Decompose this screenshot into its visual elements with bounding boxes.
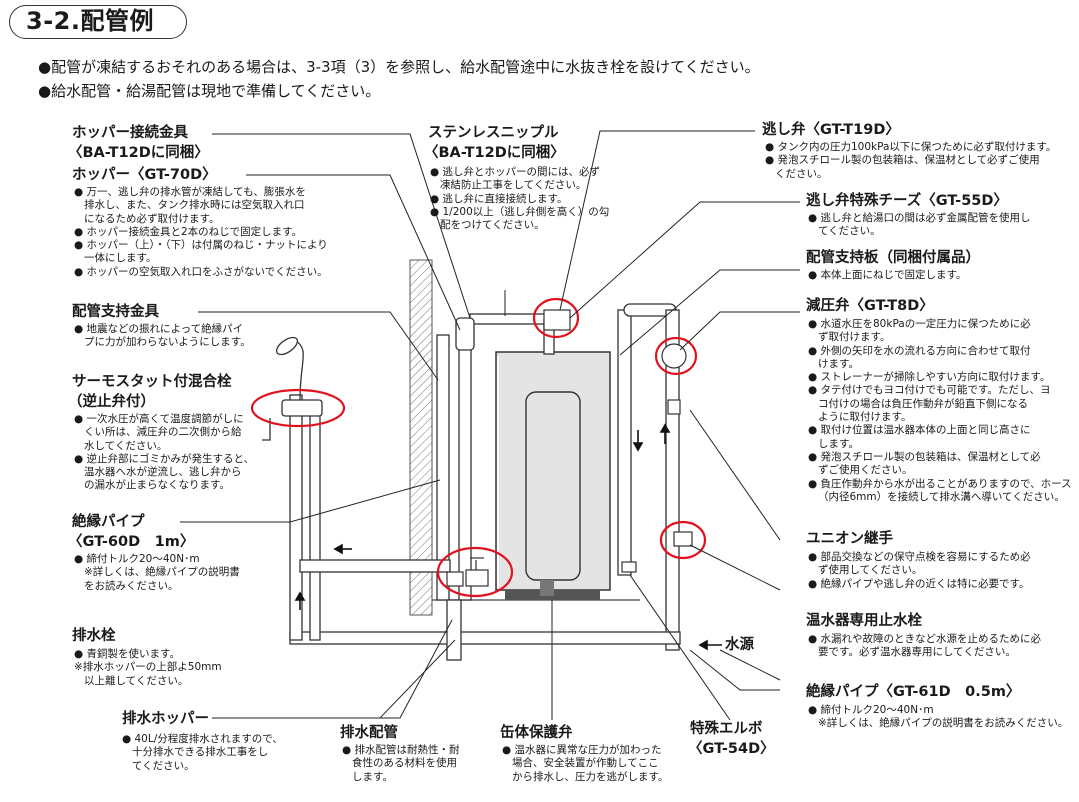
insulated-pipe-1m-notes: ● 締付トルク20～40N･m ※詳しくは、絶縁パイプの説明書 をお読みください… (74, 553, 240, 592)
label-thermostat-mixer-sub: （逆止弁付） (68, 394, 155, 410)
label-hopper-fitting-model: 〈BA-T12Dに同梱〉 (68, 145, 209, 161)
label-drain-pipe: 排水配管 (340, 725, 398, 741)
thermostat-mixer (262, 336, 323, 441)
drain-cock-notes: ● 青銅製を使います。 ※排水ホッパーの上部よ50mm 以上離してください。 (74, 648, 222, 687)
label-drain-hopper: 排水ホッパー (122, 711, 209, 727)
label-hopper-fitting: ホッパー接続金具 (72, 125, 188, 141)
label-drain-cock: 排水栓 (72, 628, 116, 644)
union-joint-notes: ● 部品交換などの保守点検を容易にするため必 ず使用してください。 ● 絶縁パイ… (808, 551, 1031, 590)
label-relief-tee: 逃し弁特殊チーズ〈GT-55D〉 (806, 193, 1008, 209)
relief-tee-notes: ● 逃し弁と給湯口の間は必ず金属配管を使用し てください。 (808, 212, 1031, 238)
label-support-plate: 配管支持板（同梱付属品） (806, 250, 980, 266)
flow-arrows (294, 423, 722, 651)
hot-water-pipes (289, 303, 681, 661)
label-insulated-pipe-1m-model: 〈GT-60D 1m〉 (68, 534, 195, 550)
section-title: 3-2.配管例 (9, 5, 187, 39)
hopper-notes: ● 万一、逃し弁の排水管が凍結しても、膨張水を 排水し、また、タンク排水時には空… (74, 186, 328, 278)
label-insulated-pipe-05m: 絶縁パイプ〈GT-61D 0.5m〉 (806, 684, 1021, 700)
label-water-source: 水源 (725, 637, 754, 653)
label-water-stop-valve: 温水器専用止水栓 (806, 613, 922, 629)
label-insulated-pipe-1m: 絶縁パイプ (72, 514, 145, 530)
highlight-circles (250, 297, 707, 598)
thermostat-mixer-notes: ● 一次水圧が高くて温度調節がしに くい所は、減圧弁の二次側から給 水してくださ… (74, 413, 255, 492)
label-special-elbow: 特殊エルボ (690, 721, 763, 737)
label-relief-valve: 逃し弁〈GT-T19D〉 (762, 122, 900, 138)
drain-hopper-notes: ● 40L/分程度排水されますので、 十分排水できる排水工事をし てください。 (122, 733, 283, 772)
water-heater-tank (495, 351, 611, 600)
label-tank-safety-valve: 缶体保護弁 (500, 725, 573, 741)
label-union-joint: ユニオン継手 (806, 531, 893, 547)
label-stainless-nipple: ステンレスニップル (428, 125, 559, 141)
pipe-bracket-notes: ● 地震などの振れによって絶縁パイ プに力が加わらないようにします。 (74, 323, 251, 349)
leader-lines (180, 130, 800, 721)
insulated-pipe-05m-notes: ● 締付トルク20～40N･m ※詳しくは、絶縁パイプの説明書をお読みください。 (808, 704, 1069, 730)
relief-valve-notes: ● タンク内の圧力100kPa以下に保つために必ず取付けます。 ● 発泡スチロー… (765, 141, 1057, 180)
water-stop-valve-notes: ● 水漏れや故障のときなど水源を止めるために必 要です。必ず温水器専用にしてくだ… (808, 633, 1041, 659)
label-pressure-reducer: 減圧弁〈GT-T8D〉 (806, 298, 934, 314)
label-pipe-bracket: 配管支持金具 (72, 304, 159, 320)
label-stainless-nipple-model: 〈BA-T12Dに同梱〉 (424, 145, 565, 161)
valves (446, 309, 693, 587)
label-thermostat-mixer: サーモスタット付混合栓 (72, 374, 232, 390)
stainless-nipple-notes: ● 逃し弁とホッパーの間には、必ず 凍結防止工事をしてください。 ● 逃し弁に直… (430, 166, 610, 232)
intro-line-1: ●配管が凍結するおそれのある場合は、3-3項（3）を参照し、給水配管途中に水抜き… (38, 58, 760, 76)
intro-line-2: ●給水配管・給湯配管は現地で準備してください。 (38, 82, 381, 100)
support-plate-notes: ● 本体上面にねじで固定します。 (808, 269, 967, 281)
pressure-reducer-notes: ● 水道水圧を80kPaの一定圧力に保つために必 ず取付けます。 ● 外側の矢印… (808, 318, 1072, 503)
label-hopper: ホッパー〈GT-70D〉 (72, 167, 217, 183)
tank-safety-valve-notes: ● 温水器に異常な圧力が加わった 場合、安全装置が作動してここ から排水し、圧力… (502, 744, 669, 783)
label-special-elbow-model: 〈GT-54D〉 (688, 741, 775, 757)
drain-pipe-notes: ● 排水配管は耐熱性・耐 食性のある材料を使用 します。 (342, 744, 460, 783)
